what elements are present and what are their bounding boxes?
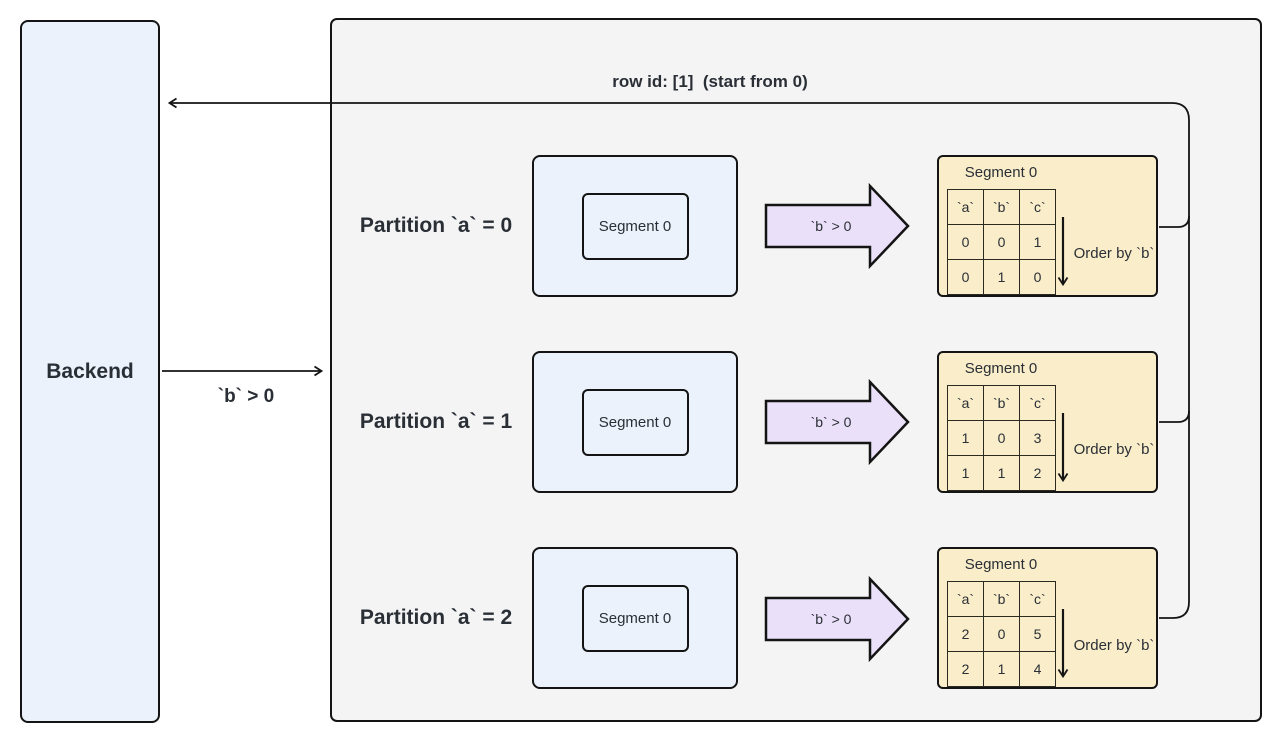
table-header-row: `a` `b` `c` <box>947 189 1056 225</box>
result-table-1: `a` `b` `c` 1 0 3 1 1 2 <box>947 385 1056 491</box>
result-table-2: `a` `b` `c` 2 0 5 2 1 4 <box>947 581 1056 687</box>
table-row: 0 0 1 <box>947 224 1056 260</box>
table-row: 1 0 3 <box>947 420 1056 456</box>
table-cell: 1 <box>983 455 1020 491</box>
table-header-cell: `a` <box>947 581 984 617</box>
filter-arrow-label-0: `b` > 0 <box>810 218 852 234</box>
table-cell: 0 <box>947 224 984 260</box>
table-header-cell: `c` <box>1019 189 1056 225</box>
table-cell: 2 <box>947 616 984 652</box>
table-cell: 0 <box>1019 259 1056 295</box>
partition-node-2: Segment 0 <box>532 547 738 689</box>
table-cell: 0 <box>947 259 984 295</box>
segment-node-2: Segment 0 <box>581 584 689 652</box>
feed-arrow-label: `b` > 0 <box>217 386 275 407</box>
table-cell: 1 <box>1019 224 1056 260</box>
result-card-title-2: Segment 0 <box>964 556 1038 573</box>
segment-node-1: Segment 0 <box>581 388 689 456</box>
table-row: 1 1 2 <box>947 455 1056 491</box>
segment-label-1: Segment 0 <box>598 413 672 431</box>
table-cell: 1 <box>983 651 1020 687</box>
table-header-cell: `b` <box>983 385 1020 421</box>
order-by-label-2: Order by `b` <box>1073 637 1155 654</box>
table-cell: 3 <box>1019 420 1056 456</box>
table-cell: 0 <box>983 420 1020 456</box>
table-row: 2 1 4 <box>947 651 1056 687</box>
table-row: 2 0 5 <box>947 616 1056 652</box>
table-cell: 1 <box>983 259 1020 295</box>
table-header-cell: `b` <box>983 189 1020 225</box>
table-header-cell: `b` <box>983 581 1020 617</box>
table-row: 0 1 0 <box>947 259 1056 295</box>
table-cell: 2 <box>1019 455 1056 491</box>
partition-label-1: Partition `a` = 1 <box>359 410 513 433</box>
partition-label-2: Partition `a` = 2 <box>359 606 513 629</box>
result-card-1: Segment 0 `a` `b` `c` 1 0 3 1 1 2 <box>937 351 1158 493</box>
table-header-row: `a` `b` `c` <box>947 581 1056 617</box>
order-by-label-0: Order by `b` <box>1073 245 1155 262</box>
segment-label-0: Segment 0 <box>598 217 672 235</box>
table-cell: 2 <box>947 651 984 687</box>
backend-node: Backend <box>20 20 160 723</box>
segment-label-2: Segment 0 <box>598 609 672 627</box>
result-card-title-0: Segment 0 <box>964 164 1038 181</box>
table-header-cell: `c` <box>1019 581 1056 617</box>
return-arrow-label: row id: [1] (start from 0) <box>612 72 808 91</box>
order-by-label-1: Order by `b` <box>1073 441 1155 458</box>
table-cell: 5 <box>1019 616 1056 652</box>
segment-node-0: Segment 0 <box>581 192 689 260</box>
result-card-2: Segment 0 `a` `b` `c` 2 0 5 2 1 4 <box>937 547 1158 689</box>
result-card-title-1: Segment 0 <box>964 360 1038 377</box>
table-cell: 0 <box>983 616 1020 652</box>
partition-label-0: Partition `a` = 0 <box>359 214 513 237</box>
result-card-0: Segment 0 `a` `b` `c` 0 0 1 0 1 0 <box>937 155 1158 297</box>
table-header-cell: `a` <box>947 189 984 225</box>
table-header-row: `a` `b` `c` <box>947 385 1056 421</box>
backend-label: Backend <box>46 359 134 383</box>
table-cell: 1 <box>947 455 984 491</box>
table-header-cell: `a` <box>947 385 984 421</box>
partition-node-0: Segment 0 <box>532 155 738 297</box>
table-cell: 0 <box>983 224 1020 260</box>
table-cell: 4 <box>1019 651 1056 687</box>
filter-arrow-label-2: `b` > 0 <box>810 611 852 627</box>
table-header-cell: `c` <box>1019 385 1056 421</box>
partition-node-1: Segment 0 <box>532 351 738 493</box>
table-cell: 1 <box>947 420 984 456</box>
filter-arrow-label-1: `b` > 0 <box>810 414 852 430</box>
result-table-0: `a` `b` `c` 0 0 1 0 1 0 <box>947 189 1056 295</box>
